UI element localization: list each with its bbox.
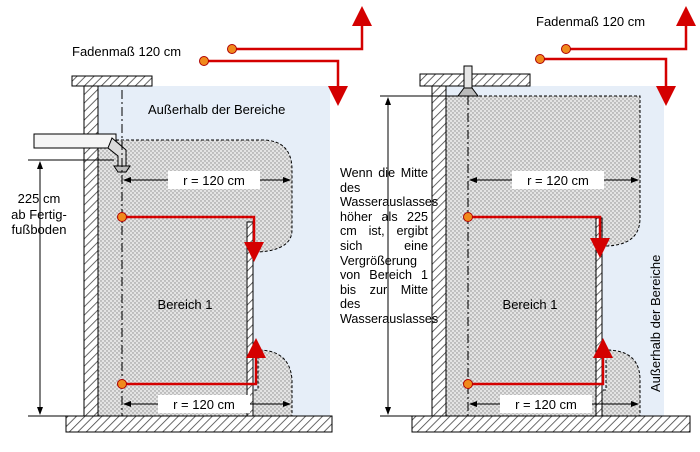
left-wall (83, 85, 99, 417)
ceiling-slab (71, 75, 153, 87)
floor-slab-right (411, 415, 691, 433)
ceiling-slab-right (419, 73, 531, 87)
zone1-area (100, 218, 250, 386)
shower-outlet (113, 165, 131, 173)
legend-thread-2 (204, 59, 348, 106)
shower-partition (246, 221, 254, 417)
thread-measure-label-left: Fadenmaß 120 cm (72, 44, 181, 59)
height-label-line3: fußboden (11, 222, 67, 237)
explanatory-note: Wenn die Mitte des Wasserauslasses höher… (340, 166, 439, 326)
thread-line-top (122, 215, 264, 262)
ceiling-shower-pipe (463, 65, 473, 89)
right-diagram: r = 120 cm r = 120 cm Fadenmaß 120 cm Be… (380, 6, 696, 433)
thread-line-bottom (122, 338, 266, 386)
outside-zones-label-right: Außerhalb der Bereiche (648, 255, 663, 392)
left-diagram: r = 120 cm r = 120 cm Fadenmaß 120 cm Au… (28, 6, 372, 433)
measure-point-bottom (117, 379, 127, 389)
height-label-line2: ab Fertig- (11, 206, 67, 222)
legend-point-4 (535, 54, 545, 64)
measure-point-top (117, 212, 127, 222)
height-label-line1: 225 cm (17, 191, 61, 206)
radius-label-top: r = 120 cm (183, 173, 245, 188)
radius-label-top-right: r = 120 cm (527, 173, 589, 188)
radius-label-bottom: r = 120 cm (173, 397, 235, 412)
left-wall-right (431, 85, 447, 417)
legend-thread-4 (540, 57, 676, 106)
thread-line-bottom-right (468, 338, 613, 386)
zone1-label-right: Bereich 1 (503, 297, 558, 312)
legend-thread-3 (566, 6, 696, 51)
floor-slab (65, 415, 333, 433)
measure-point-bottom-right (463, 379, 473, 389)
legend-point-3 (561, 44, 571, 54)
radius-label-bottom-right: r = 120 cm (515, 397, 577, 412)
thread-line-top-right (468, 215, 610, 258)
outside-zones-label-left: Außerhalb der Bereiche (148, 102, 285, 117)
thread-measure-label-right: Fadenmaß 120 cm (536, 14, 645, 29)
shower-pipe (33, 133, 117, 149)
legend-point-2 (199, 56, 209, 66)
ceiling-shower-head (457, 87, 479, 97)
height-label: 225 cm ab Fertig- fußboden (4, 191, 74, 238)
measure-point-top-right (463, 212, 473, 222)
zone1-label-left: Bereich 1 (158, 297, 213, 312)
legend-point-1 (227, 44, 237, 54)
legend-thread-1 (232, 6, 372, 51)
